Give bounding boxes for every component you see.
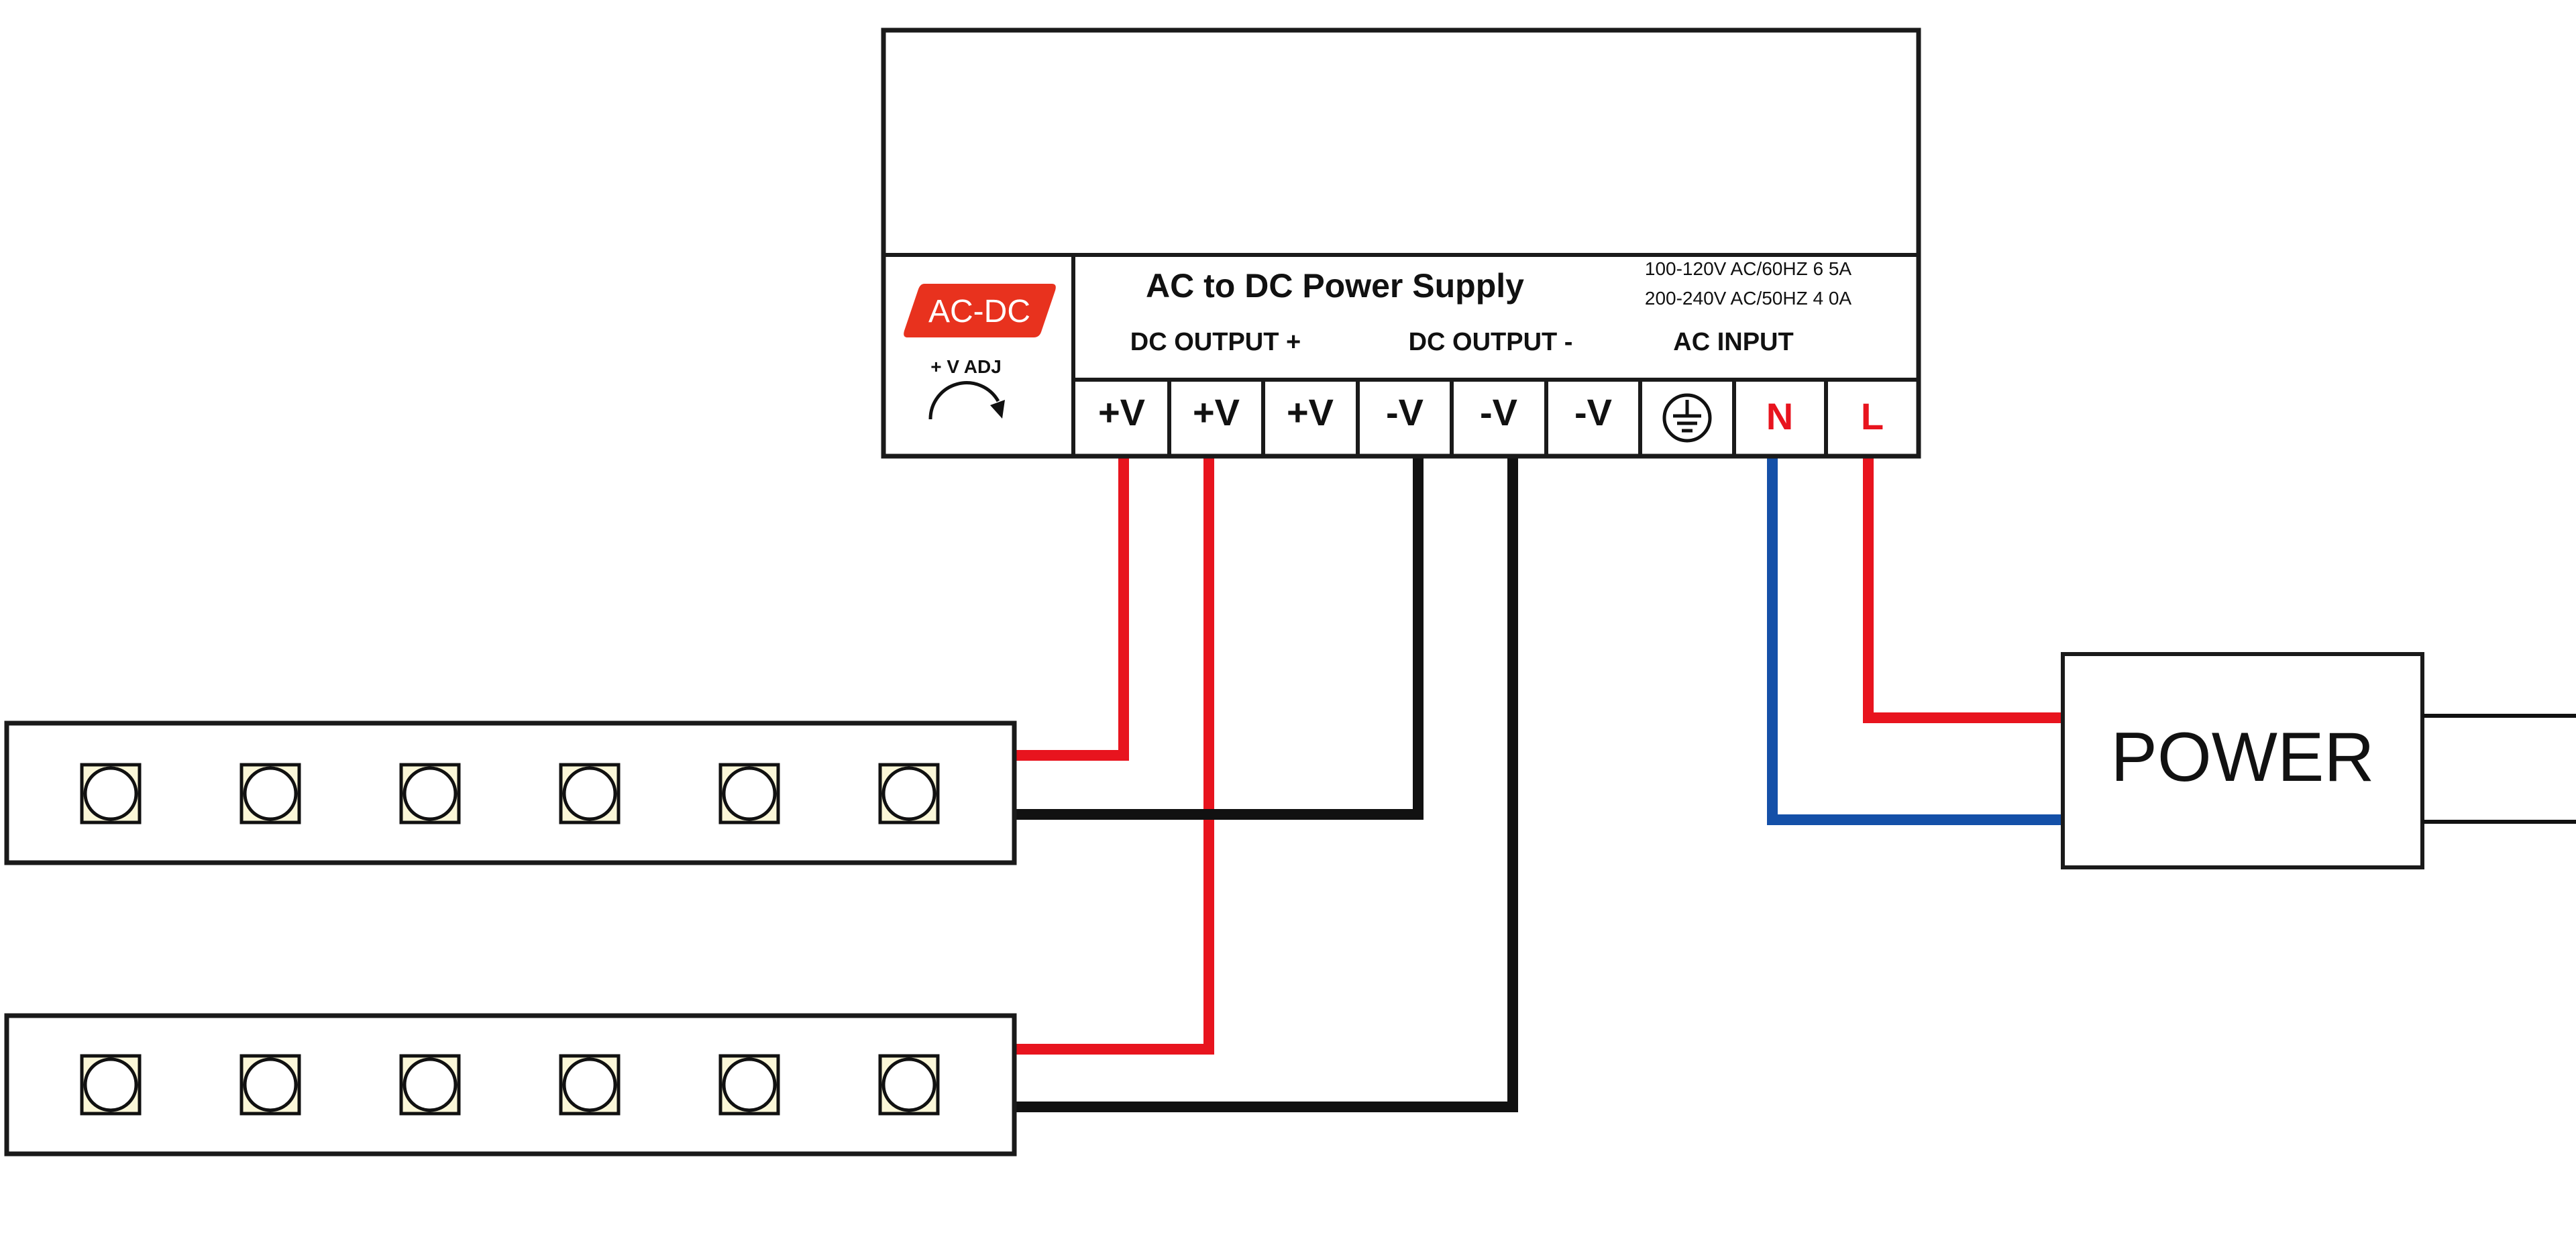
led-chip — [718, 1054, 780, 1116]
led-strip-body — [4, 720, 1017, 865]
led-chip — [559, 763, 621, 824]
rating-line-1: 100-120V AC/60HZ 6 5A — [1645, 258, 1852, 279]
wire-live — [1863, 458, 2063, 723]
power-supply-body — [881, 28, 1921, 459]
terminal-neg-v-2[interactable]: -V — [1480, 391, 1517, 433]
led-strip-1 — [4, 720, 1017, 865]
terminal-neg-v-1[interactable]: -V — [1386, 391, 1424, 433]
dc-output-plus-label: DC OUTPUT + — [1130, 328, 1301, 356]
terminal-live[interactable]: L — [1861, 395, 1884, 437]
wire-positive-strip-2 — [1013, 458, 1214, 1055]
led-chip — [80, 763, 142, 824]
power-supply: AC-DC + V ADJ AC to DC Power Supply 100-… — [881, 28, 1921, 459]
rating-line-2: 200-240V AC/50HZ 4 0A — [1645, 288, 1852, 309]
terminal-pos-v-1[interactable]: +V — [1098, 391, 1145, 433]
wire-negative-strip-2 — [1013, 458, 1518, 1112]
led-chip — [239, 1054, 301, 1116]
led-chip — [399, 763, 461, 824]
power-source-box — [2061, 652, 2424, 869]
ac-dc-badge — [904, 284, 1056, 337]
led-strip-2 — [4, 1013, 1017, 1157]
power-source: POWER — [2061, 652, 2576, 869]
led-chip — [399, 1054, 461, 1116]
led-chip — [878, 1054, 940, 1116]
terminal-neutral[interactable]: N — [1766, 395, 1793, 437]
terminal-pos-v-3[interactable]: +V — [1287, 391, 1334, 433]
terminal-neg-v-3[interactable]: -V — [1574, 391, 1612, 433]
terminal-separators — [1167, 380, 1828, 456]
adjust-arrow-icon[interactable] — [928, 381, 1005, 420]
wires — [1013, 458, 2063, 1112]
ac-input-label: AC INPUT — [1673, 328, 1793, 356]
dc-output-minus-label: DC OUTPUT - — [1409, 328, 1573, 356]
voltage-adjust-label: + V ADJ — [930, 356, 1002, 377]
wire-positive-strip-1 — [1013, 458, 1129, 761]
ground-icon[interactable] — [1662, 393, 1712, 443]
terminal-pos-v-2[interactable]: +V — [1193, 391, 1240, 433]
power-source-label: POWER — [2111, 718, 2375, 796]
led-chip — [878, 763, 940, 824]
led-chips — [80, 763, 940, 1116]
led-chip — [718, 763, 780, 824]
power-supply-title: AC to DC Power Supply — [1146, 267, 1524, 305]
wire-negative-strip-1 — [1013, 458, 1424, 820]
led-chip — [80, 1054, 142, 1116]
led-strip-body — [4, 1013, 1017, 1157]
led-chip — [559, 1054, 621, 1116]
led-chip — [239, 763, 301, 824]
ac-dc-badge-label: AC-DC — [928, 294, 1030, 329]
wire-neutral — [1767, 458, 2063, 825]
